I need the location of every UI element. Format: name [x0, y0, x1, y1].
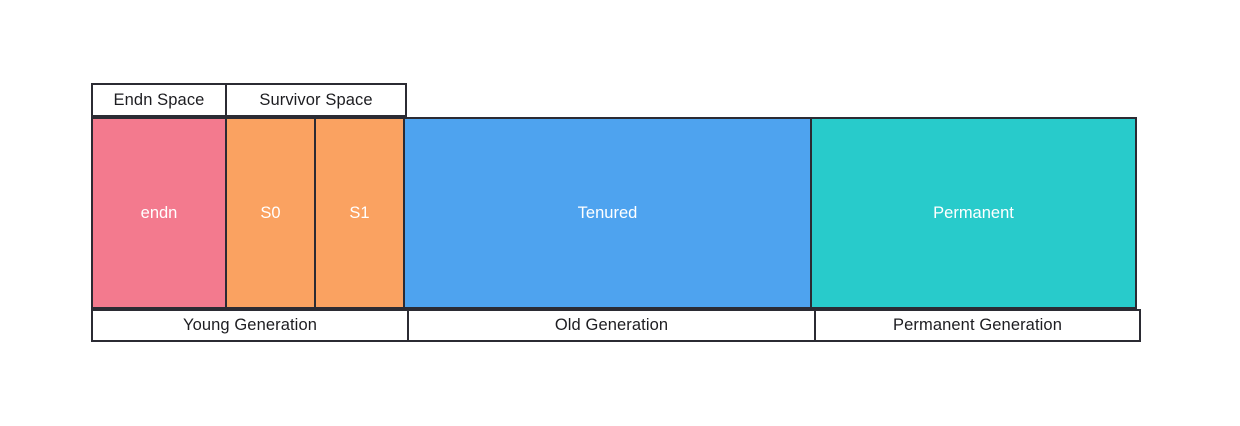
memory-block-label: Permanent	[933, 203, 1014, 222]
footer-label: Young Generation	[182, 316, 318, 334]
memory-block-label: S0	[260, 203, 281, 222]
header-cell-eden-space: Endn Space	[91, 83, 227, 117]
memory-generations-diagram: Endn Space Survivor Space endn S0 S1 Ten…	[91, 83, 1145, 342]
footer-label: Old Generation	[554, 316, 669, 334]
header-label: Endn Space	[113, 90, 205, 109]
memory-blocks-row: endn S0 S1 Tenured Permanent	[91, 117, 1137, 309]
generation-footer-row: Young Generation Old Generation Permanen…	[91, 309, 1141, 342]
memory-block-label: endn	[140, 203, 178, 222]
footer-cell-young-generation: Young Generation	[91, 309, 409, 342]
memory-block-s1: S1	[314, 117, 405, 309]
header-label: Survivor Space	[259, 90, 373, 109]
footer-label: Permanent Generation	[893, 316, 1062, 334]
footer-cell-permanent-generation: Permanent Generation	[814, 309, 1141, 342]
footer-cell-old-generation: Old Generation	[407, 309, 816, 342]
memory-block-label: S1	[349, 203, 370, 222]
header-cell-survivor-space: Survivor Space	[225, 83, 407, 117]
memory-block-label: Tenured	[577, 203, 638, 222]
memory-block-s0: S0	[225, 117, 316, 309]
memory-block-permanent: Permanent	[810, 117, 1137, 309]
memory-block-eden: endn	[91, 117, 227, 309]
memory-block-tenured: Tenured	[403, 117, 812, 309]
space-header-row: Endn Space Survivor Space	[91, 83, 407, 117]
